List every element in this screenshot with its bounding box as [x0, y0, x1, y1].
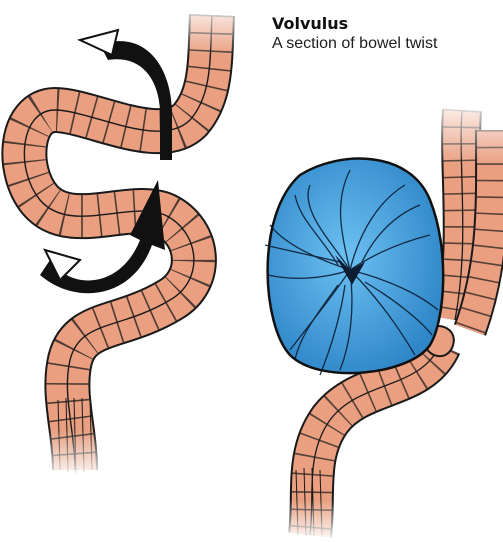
caption: Volvulus A section of bowel twist [272, 14, 503, 54]
diagram-description: A section of bowel twist [272, 34, 503, 54]
twisted-bowel-group [265, 95, 503, 542]
diagram-title: Volvulus [272, 14, 503, 34]
normal-bowel-group [24, 0, 240, 480]
twisted-loop [265, 159, 443, 375]
